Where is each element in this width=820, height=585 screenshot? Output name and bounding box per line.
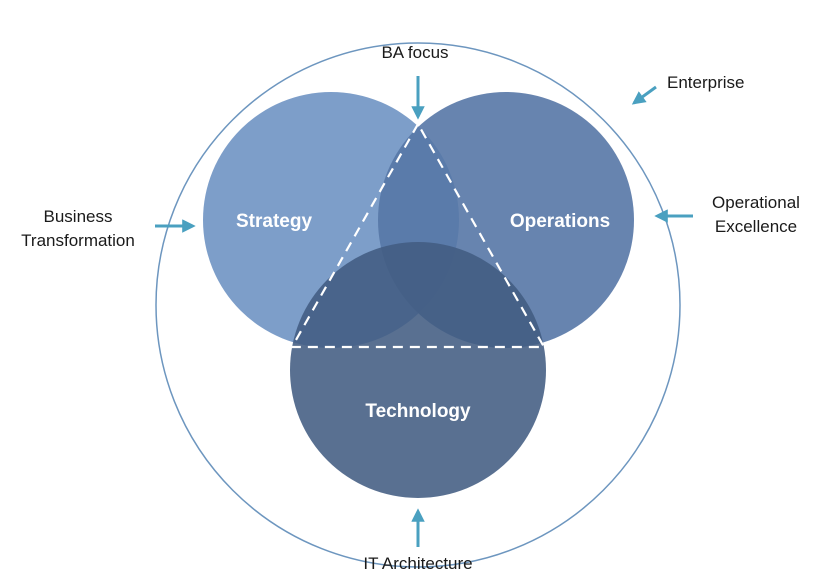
enterprise-text: Enterprise bbox=[667, 73, 744, 92]
operational-excellence-text-line1: Operational bbox=[712, 193, 800, 212]
operations-label: Operations bbox=[510, 211, 610, 232]
technology-circle bbox=[290, 242, 546, 498]
ba-focus-triangle bbox=[290, 121, 546, 349]
it-architecture-text: IT Architecture bbox=[363, 554, 472, 573]
enterprise-arrow bbox=[631, 85, 657, 105]
operational-excellence-text-line2: Excellence bbox=[715, 217, 797, 236]
technology-label: Technology bbox=[365, 401, 471, 422]
ba-focus-text: BA focus bbox=[381, 43, 448, 62]
enterprise-ring bbox=[155, 42, 681, 568]
business-transformation-text-line2: Transformation bbox=[21, 231, 135, 250]
business-transformation-text-line1: Business bbox=[44, 207, 113, 226]
strategy-label: Strategy bbox=[236, 211, 312, 232]
